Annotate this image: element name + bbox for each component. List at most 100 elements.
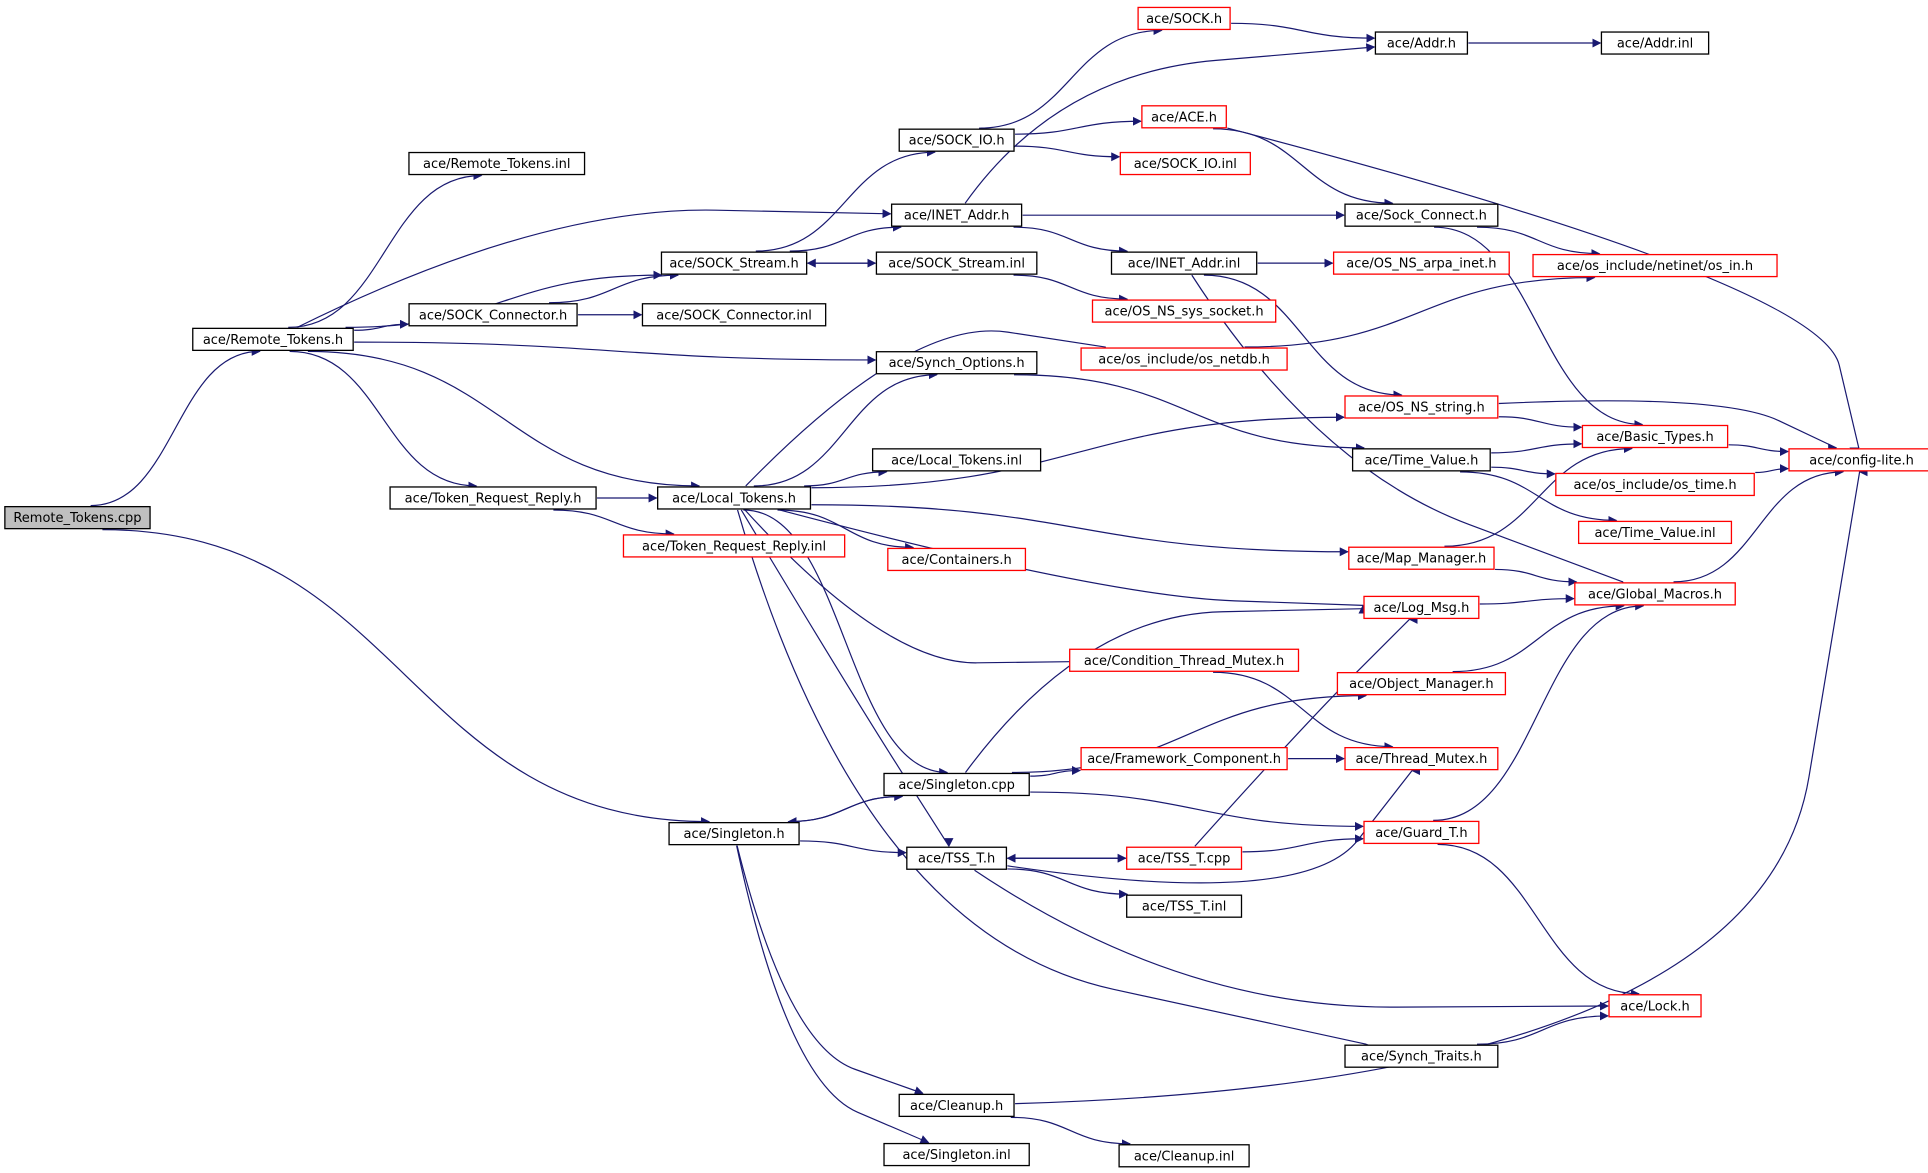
graph-node-lock-h[interactable]: ace/Lock.h	[1608, 994, 1702, 1018]
graph-node-label: ace/Addr.h	[1387, 37, 1456, 52]
graph-node-map-manager[interactable]: ace/Map_Manager.h	[1348, 546, 1495, 570]
graph-edge	[788, 791, 904, 823]
graph-node-synch-options-h[interactable]: ace/Synch_Options.h	[875, 351, 1038, 375]
graph-node-ace-h[interactable]: ace/ACE.h	[1141, 105, 1227, 129]
graph-node-tss-t-h[interactable]: ace/TSS_T.h	[906, 846, 1008, 870]
graph-node-label: ace/Singleton.h	[684, 827, 785, 842]
graph-node-sock-stream-inl[interactable]: ace/SOCK_Stream.inl	[875, 251, 1038, 275]
graph-edge	[1491, 439, 1583, 454]
graph-edge	[1011, 691, 1367, 774]
graph-edge	[740, 509, 950, 847]
graph-node-framework-comp[interactable]: ace/Framework_Component.h	[1080, 746, 1288, 771]
graph-node-tss-t-inl[interactable]: ace/TSS_T.inl	[1126, 894, 1243, 918]
graph-node-os-netdb[interactable]: ace/os_include/os_netdb.h	[1080, 347, 1288, 371]
graph-node-containers[interactable]: ace/Containers.h	[887, 547, 1027, 572]
graph-node-box	[1344, 746, 1499, 771]
graph-node-thread-mutex[interactable]: ace/Thread_Mutex.h	[1344, 746, 1499, 771]
graph-node-label: ace/Basic_Types.h	[1596, 430, 1713, 445]
graph-node-local-tokens-inl[interactable]: ace/Local_Tokens.inl	[871, 448, 1042, 472]
graph-edge	[1673, 467, 1845, 583]
graph-node-box	[898, 1093, 1015, 1118]
graph-node-object-manager[interactable]: ace/Object_Manager.h	[1336, 671, 1507, 696]
graph-node-sock-connector-h[interactable]: ace/SOCK_Connector.h	[408, 303, 578, 327]
graph-node-global-macros[interactable]: ace/Global_Macros.h	[1574, 582, 1736, 606]
graph-node-singleton-cpp[interactable]: ace/Singleton.cpp	[883, 772, 1030, 797]
graph-node-box	[1126, 846, 1243, 870]
graph-node-log-msg[interactable]: ace/Log_Msg.h	[1363, 595, 1480, 620]
graph-node-basic-types[interactable]: ace/Basic_Types.h	[1581, 424, 1729, 449]
graph-node-synch-traits[interactable]: ace/Synch_Traits.h	[1344, 1044, 1499, 1068]
graph-node-sock-connect-h[interactable]: ace/Sock_Connect.h	[1344, 203, 1499, 227]
graph-node-sock-io-h[interactable]: ace/SOCK_IO.h	[898, 128, 1015, 152]
graph-node-sock-h[interactable]: ace/SOCK.h	[1137, 6, 1231, 31]
graph-node-cleanup-inl[interactable]: ace/Cleanup.inl	[1118, 1144, 1250, 1168]
graph-node-remote-h[interactable]: ace/Remote_Tokens.h	[192, 327, 354, 352]
graph-node-box	[1118, 1144, 1250, 1168]
graph-node-addr-inl[interactable]: ace/Addr.inl	[1600, 31, 1710, 55]
graph-node-addr-h[interactable]: ace/Addr.h	[1374, 31, 1469, 55]
graph-node-os-ns-arpa-inet[interactable]: ace/OS_NS_arpa_inet.h	[1332, 251, 1510, 275]
graph-node-label: ace/Synch_Traits.h	[1361, 1050, 1482, 1065]
graph-node-config-lite[interactable]: ace/config-lite.h	[1788, 448, 1928, 472]
graph-node-sock-io-inl[interactable]: ace/SOCK_IO.inl	[1119, 151, 1251, 176]
graph-node-singleton-h[interactable]: ace/Singleton.h	[668, 821, 800, 846]
graph-node-token-req-inl[interactable]: ace/Token_Request_Reply.inl	[622, 534, 846, 558]
graph-node-root[interactable]: Remote_Tokens.cpp	[4, 505, 151, 530]
graph-node-label: ace/ACE.h	[1151, 110, 1217, 125]
graph-edge	[804, 467, 888, 487]
graph-edge	[1030, 791, 1364, 831]
graph-node-sock-connector-inl[interactable]: ace/SOCK_Connector.inl	[641, 303, 827, 327]
graph-node-tss-t-cpp[interactable]: ace/TSS_T.cpp	[1126, 846, 1243, 870]
graph-edge	[1015, 145, 1121, 162]
graph-node-box	[1126, 894, 1243, 918]
graph-node-os-time[interactable]: ace/os_include/os_time.h	[1555, 472, 1755, 497]
graph-edge	[1434, 226, 1644, 429]
graph-node-box	[1069, 648, 1300, 672]
graph-node-box	[1332, 251, 1510, 275]
graph-edge	[553, 509, 675, 539]
graph-edge	[1244, 273, 1596, 348]
graph-node-label: ace/Addr.inl	[1617, 37, 1693, 52]
graph-edge	[1755, 464, 1789, 474]
graph-edge	[811, 412, 1345, 489]
graph-node-label: ace/TSS_T.cpp	[1138, 852, 1231, 867]
graph-edge	[1437, 843, 1640, 999]
graph-node-box	[1363, 820, 1480, 845]
graph-node-label: ace/Remote_Tokens.inl	[423, 157, 571, 172]
graph-node-os-ns-sys-socket[interactable]: ace/OS_NS_sys_socket.h	[1091, 299, 1277, 323]
graph-node-cleanup-h[interactable]: ace/Cleanup.h	[898, 1093, 1015, 1118]
graph-node-box	[4, 505, 151, 530]
graph-node-label: ace/os_include/netinet/os_in.h	[1557, 259, 1753, 274]
graph-node-inet-addr-h[interactable]: ace/INET_Addr.h	[890, 203, 1023, 227]
graph-node-time-value-h[interactable]: ace/Time_Value.h	[1351, 448, 1491, 472]
graph-node-sock-stream-h[interactable]: ace/SOCK_Stream.h	[660, 251, 808, 275]
graph-node-box	[1141, 105, 1227, 129]
graph-node-os-in-h[interactable]: ace/os_include/netinet/os_in.h	[1532, 253, 1778, 278]
graph-node-local-tokens-h[interactable]: ace/Local_Tokens.h	[657, 486, 812, 510]
graph-node-cond-thread-mutex[interactable]: ace/Condition_Thread_Mutex.h	[1069, 648, 1300, 672]
graph-edge	[1010, 1116, 1131, 1149]
graph-node-guard-t[interactable]: ace/Guard_T.h	[1363, 820, 1480, 845]
graph-node-remote-inl[interactable]: ace/Remote_Tokens.inl	[408, 151, 586, 176]
graph-node-singleton-inl[interactable]: ace/Singleton.inl	[883, 1142, 1030, 1167]
graph-node-label: ace/SOCK_IO.inl	[1134, 157, 1237, 172]
graph-node-time-value-inl[interactable]: ace/Time_Value.inl	[1577, 520, 1733, 545]
graph-node-label: ace/Lock.h	[1620, 999, 1690, 1014]
graph-node-token-req-h[interactable]: ace/Token_Request_Reply.h	[389, 486, 597, 510]
graph-node-box	[1363, 595, 1480, 620]
graph-node-box	[1348, 546, 1495, 570]
graph-node-box	[657, 486, 812, 510]
graph-node-box	[1119, 151, 1251, 176]
graph-edge	[354, 319, 409, 331]
graph-node-inet-addr-inl[interactable]: ace/INET_Addr.inl	[1110, 251, 1258, 275]
graph-edge	[1498, 400, 1838, 449]
graph-node-os-ns-string[interactable]: ace/OS_NS_string.h	[1344, 395, 1499, 419]
graph-node-box	[1608, 994, 1702, 1018]
graph-node-label: ace/SOCK_Connector.h	[419, 308, 567, 323]
graph-node-label: ace/Object_Manager.h	[1349, 677, 1494, 692]
graph-edge	[307, 350, 701, 491]
graph-node-box	[887, 547, 1027, 572]
graph-node-box	[1110, 251, 1258, 275]
graph-node-box	[1600, 31, 1710, 55]
